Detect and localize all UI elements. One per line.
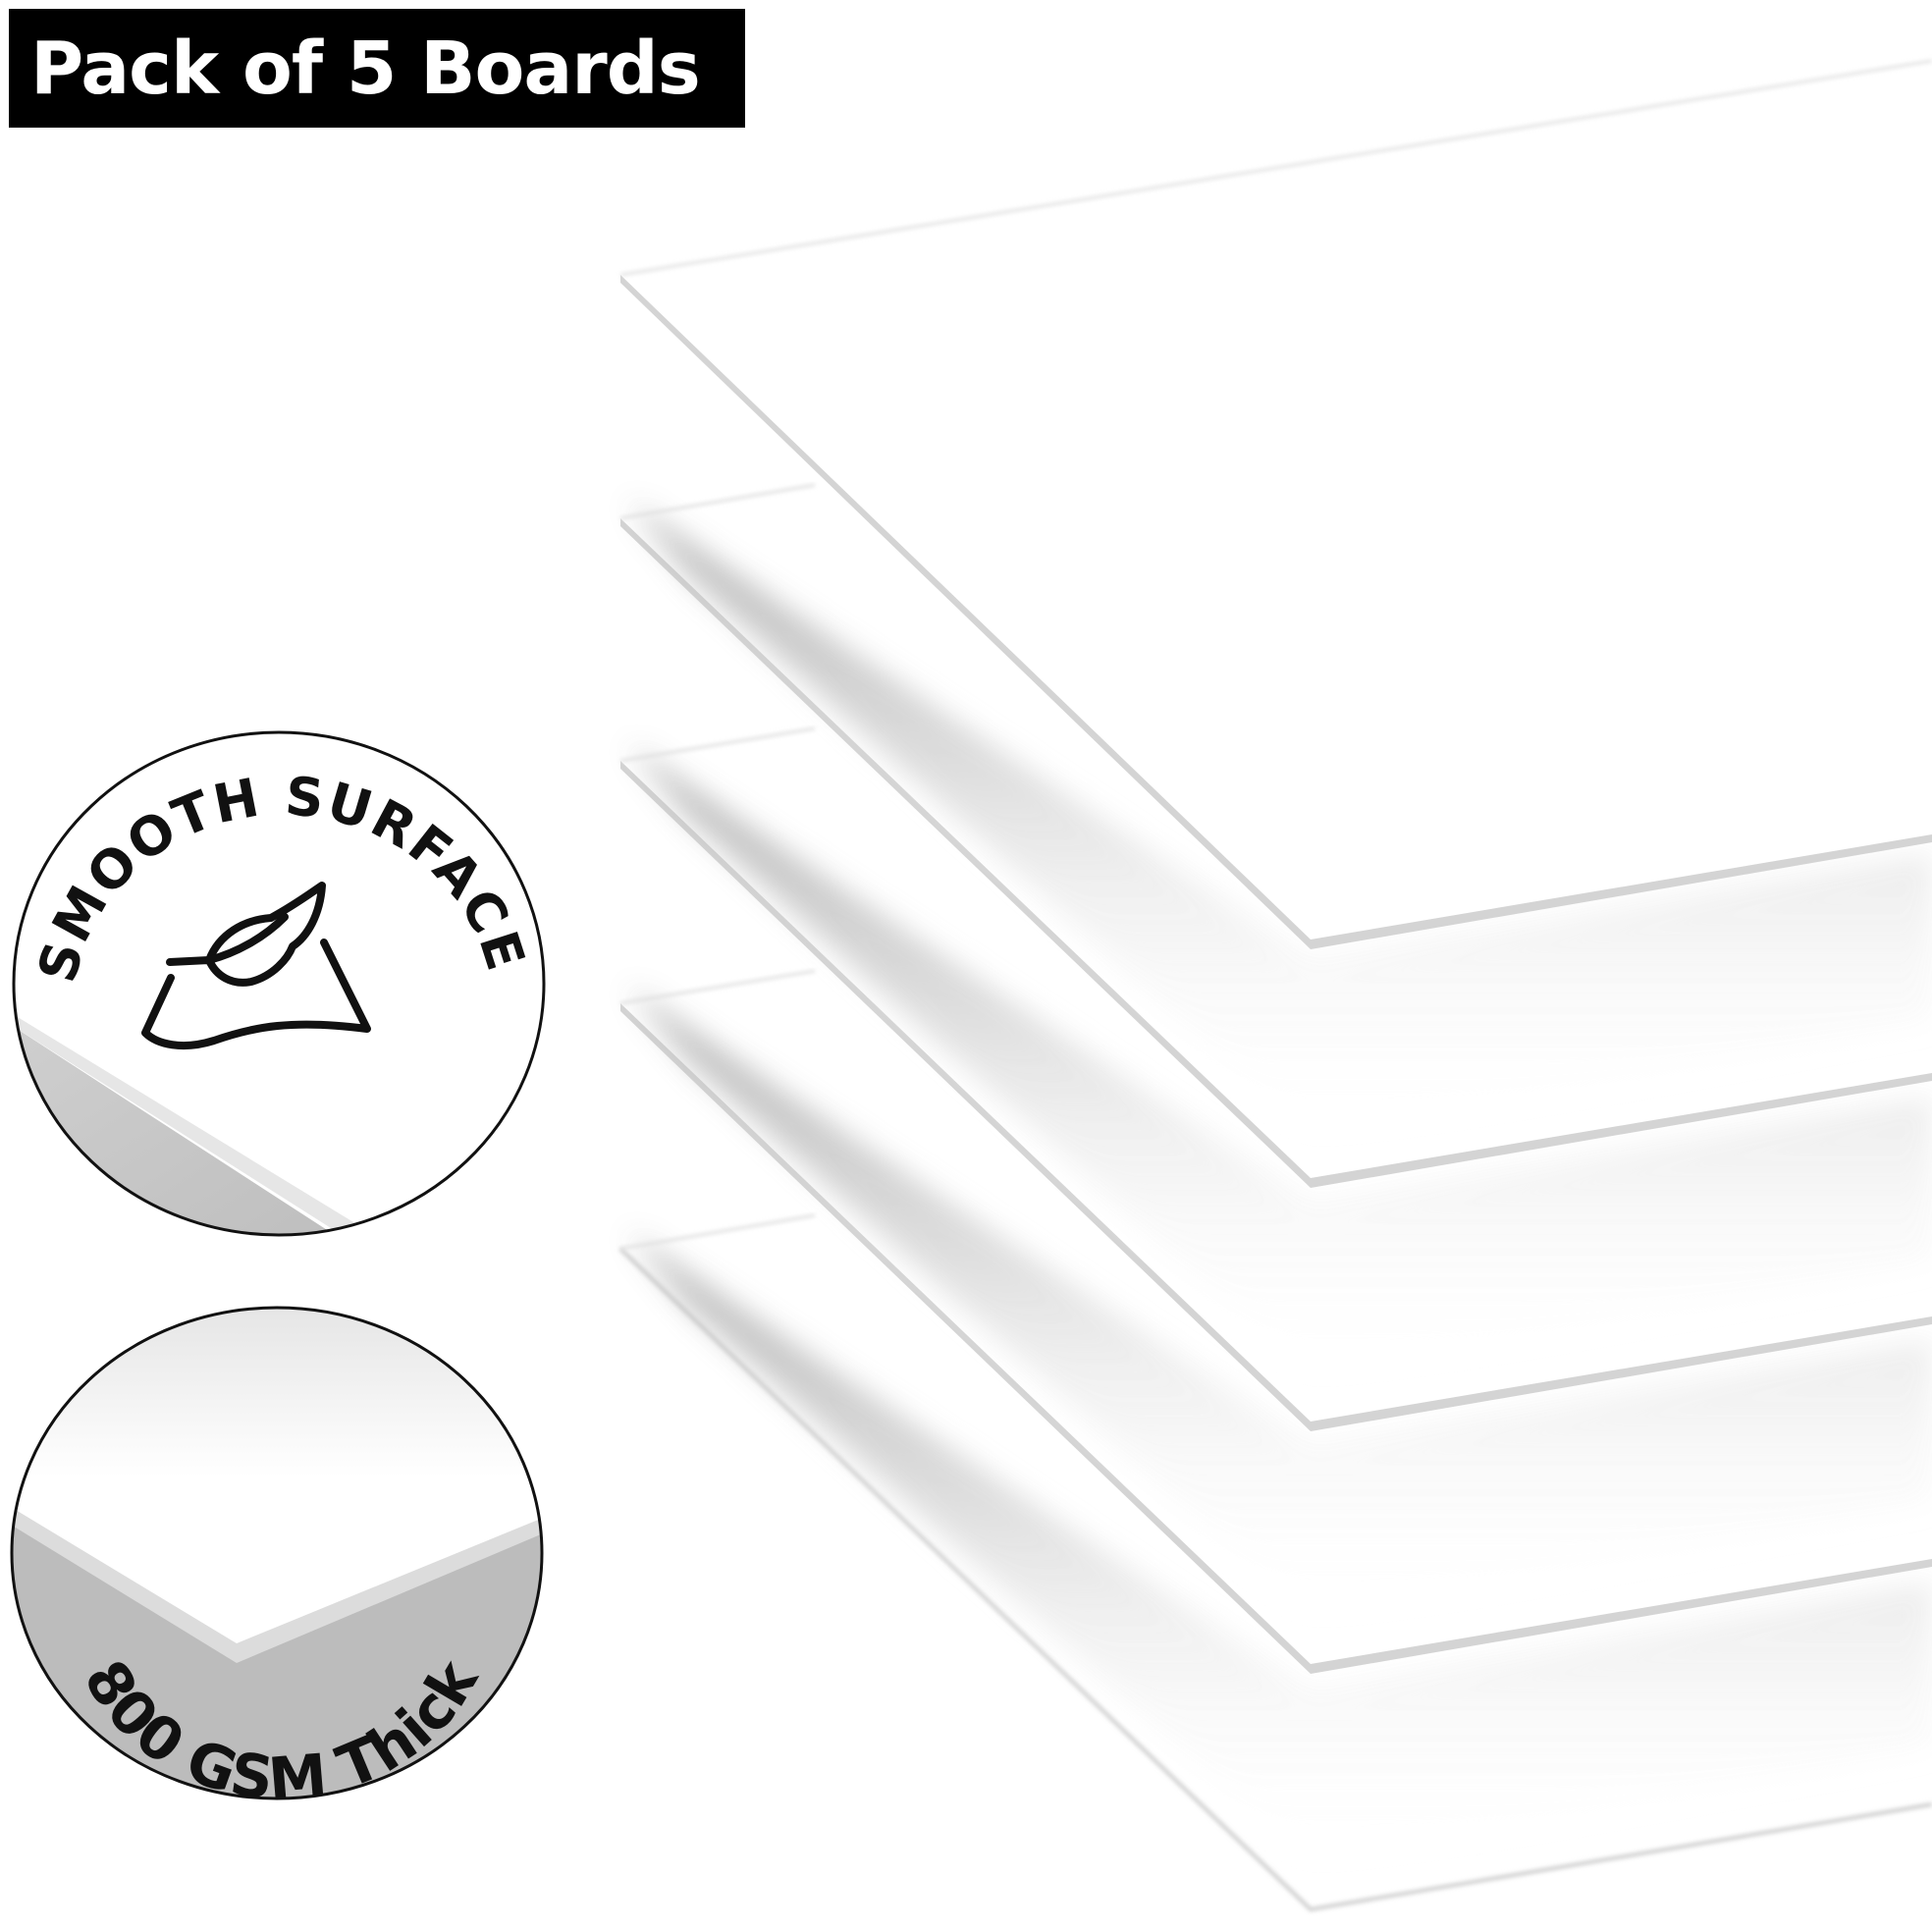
board-shadow	[628, 987, 1932, 1620]
board-1	[619, 59, 1932, 949]
feather-on-paper-icon	[141, 882, 371, 1050]
banner-title: Pack of 5 Boards	[30, 26, 701, 111]
board-shadow	[628, 501, 1932, 1139]
gsm-thickness-badge: 800 GSM Thick	[10, 1306, 544, 1808]
smooth-surface-badge: SMOOTH SURFACE	[12, 730, 546, 1237]
board-shadow	[628, 1232, 1932, 1865]
board-shadow	[628, 744, 1932, 1379]
title-banner: Pack of 5 Boards	[9, 9, 745, 128]
